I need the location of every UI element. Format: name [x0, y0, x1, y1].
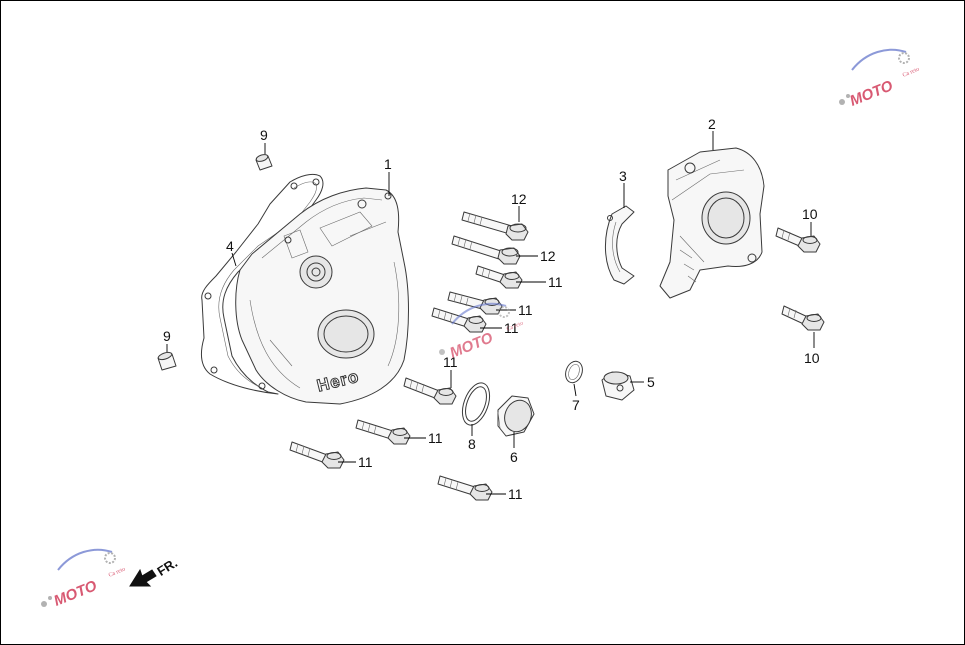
- callout-11-c: 11: [504, 320, 519, 336]
- watermark-gear-icon: [898, 52, 910, 64]
- watermark-logo-text-top: MOTO: [847, 77, 895, 110]
- front-direction-indicator: FR.: [129, 555, 180, 587]
- callout-12-upper: 12: [511, 191, 527, 207]
- bolt-part-10-upper: [775, 227, 821, 253]
- callout-11-g: 11: [508, 486, 523, 502]
- callout-8: 8: [468, 436, 476, 452]
- callout-10-lower: 10: [804, 350, 820, 366]
- dowel-pin-part-9-top: [255, 154, 273, 171]
- callout-11-a: 11: [548, 274, 563, 290]
- callout-2: 2: [708, 116, 716, 132]
- callout-11-e: 11: [428, 430, 443, 446]
- watermark-swoosh-icon: [851, 48, 907, 71]
- callout-12-lower: 12: [540, 248, 556, 264]
- watermark-logo-text-center: MOTO: [447, 329, 495, 362]
- bolt-part-11-g: [437, 475, 493, 501]
- callout-9-bottom: 9: [163, 328, 171, 344]
- watermark-logo-text-bottom: MOTO: [51, 577, 99, 610]
- guide-plate-part-3: [604, 205, 635, 285]
- callout-4: 4: [226, 238, 234, 254]
- callout-labels: 1 2 3 4 5 6 7 8 9 9 10 10 12 12 11 11 11…: [163, 116, 820, 502]
- callout-7: 7: [572, 397, 580, 413]
- plug-part-6: [497, 395, 535, 437]
- gasket-part-4: [201, 173, 324, 395]
- plug-cap-part-5: [601, 371, 635, 401]
- callout-11-f: 11: [358, 454, 373, 470]
- callout-11-d: 11: [443, 354, 458, 370]
- callout-5: 5: [647, 374, 655, 390]
- sprocket-cover-part-2: [659, 147, 765, 299]
- callout-9-top: 9: [260, 127, 268, 143]
- callout-3: 3: [619, 168, 627, 184]
- callout-11-b: 11: [518, 302, 533, 318]
- o-ring-part-8: [461, 382, 491, 426]
- bolt-part-11-c: [431, 307, 487, 333]
- bolt-part-12-lower: [451, 235, 521, 265]
- callout-6: 6: [510, 449, 518, 465]
- crankcase-cover-part-1: Hero: [235, 187, 409, 405]
- dowel-pin-part-9-bottom: [157, 351, 177, 371]
- watermark-logo-bottom: MOTO Ca reto: [41, 548, 126, 610]
- bolt-part-12-upper: [461, 211, 529, 241]
- leader-lines: [166, 131, 815, 495]
- watermark-logo-top: MOTO Ca reto: [839, 48, 920, 110]
- bolt-part-11-e: [355, 419, 411, 445]
- bolt-part-11-a: [475, 265, 523, 289]
- callout-1: 1: [384, 156, 392, 172]
- front-arrow-icon: [129, 568, 157, 587]
- front-label: FR.: [154, 555, 180, 579]
- bolt-part-11-d: [403, 377, 457, 405]
- watermark-subtext-top: Ca reto: [902, 67, 920, 79]
- watermark-subtext-bottom: Ca reto: [108, 567, 126, 579]
- bolt-part-10-lower: [781, 305, 825, 331]
- callout-10-upper: 10: [802, 206, 818, 222]
- bolt-part-11-f: [289, 441, 345, 469]
- circlip-part-7: [565, 360, 583, 384]
